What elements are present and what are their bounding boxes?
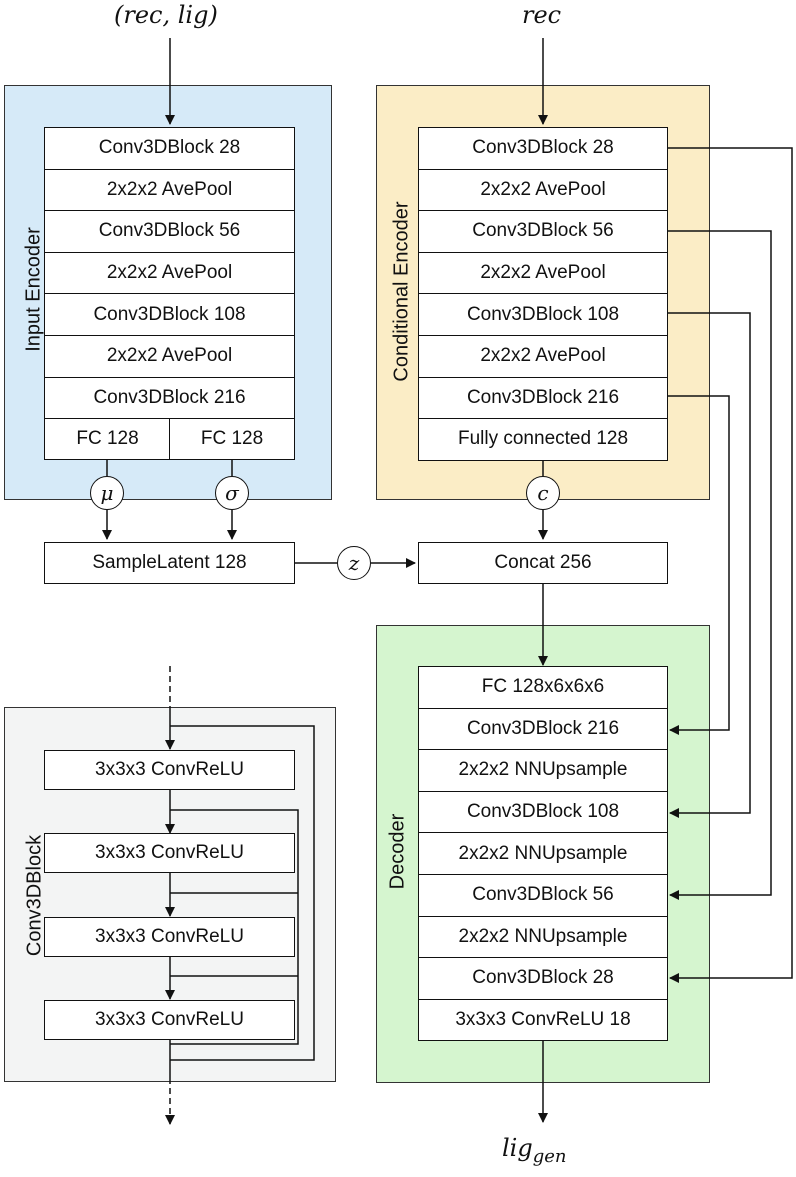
- ce-row-4: 2x2x2 AvePool: [418, 251, 668, 295]
- dec-row-1: FC 128x6x6x6: [418, 666, 668, 709]
- ce-row-8: Fully connected 128: [418, 418, 668, 461]
- z-symbol: z: [337, 546, 371, 580]
- dec-row-2: Conv3DBlock 216: [418, 707, 668, 751]
- ie-row-5: Conv3DBlock 108: [44, 293, 295, 336]
- ce-row-5: Conv3DBlock 108: [418, 293, 668, 336]
- ie-row-4: 2x2x2 AvePool: [44, 251, 295, 295]
- sample-latent-box: SampleLatent 128: [44, 542, 295, 584]
- mu-symbol: μ: [90, 476, 124, 510]
- ce-row-7: Conv3DBlock 216: [418, 376, 668, 420]
- ce-row-2: 2x2x2 AvePool: [418, 168, 668, 212]
- conv-relu-layer-4: 3x3x3 ConvReLU: [44, 999, 295, 1040]
- dec-row-6: Conv3DBlock 56: [418, 874, 668, 917]
- conv-relu-layer-1: 3x3x3 ConvReLU: [44, 750, 295, 790]
- dec-row-8: Conv3DBlock 28: [418, 957, 668, 1000]
- ie-fc-left: FC 128: [44, 418, 171, 460]
- conditional-encoder-input-label: rec: [522, 1, 562, 29]
- input-encoder-input-label: (rec, lig): [114, 1, 218, 29]
- dec-row-3: 2x2x2 NNUpsample: [418, 749, 668, 792]
- dec-row-5: 2x2x2 NNUpsample: [418, 832, 668, 875]
- ie-fc-right: FC 128: [169, 418, 295, 460]
- conv-relu-layer-2: 3x3x3 ConvReLU: [44, 833, 295, 874]
- ie-row-6: 2x2x2 AvePool: [44, 335, 295, 378]
- output-label-subscript: gen: [532, 1145, 567, 1167]
- ce-row-3: Conv3DBlock 56: [418, 210, 668, 253]
- ie-row-7: Conv3DBlock 216: [44, 376, 295, 420]
- ie-row-1: Conv3DBlock 28: [44, 127, 295, 170]
- conv-relu-layer-3: 3x3x3 ConvReLU: [44, 916, 295, 957]
- ce-row-1: Conv3DBlock 28: [418, 127, 668, 170]
- output-label: liggen: [502, 1134, 567, 1167]
- dec-row-4: Conv3DBlock 108: [418, 790, 668, 834]
- concat-box: Concat 256: [418, 542, 668, 584]
- sigma-symbol: σ: [215, 476, 249, 510]
- ie-row-3: Conv3DBlock 56: [44, 210, 295, 253]
- dec-row-7: 2x2x2 NNUpsample: [418, 915, 668, 959]
- ce-row-6: 2x2x2 AvePool: [418, 335, 668, 378]
- dec-row-9: 3x3x3 ConvReLU 18: [418, 998, 668, 1042]
- ie-row-2: 2x2x2 AvePool: [44, 168, 295, 212]
- c-symbol: c: [526, 476, 560, 510]
- output-label-base: lig: [502, 1134, 533, 1162]
